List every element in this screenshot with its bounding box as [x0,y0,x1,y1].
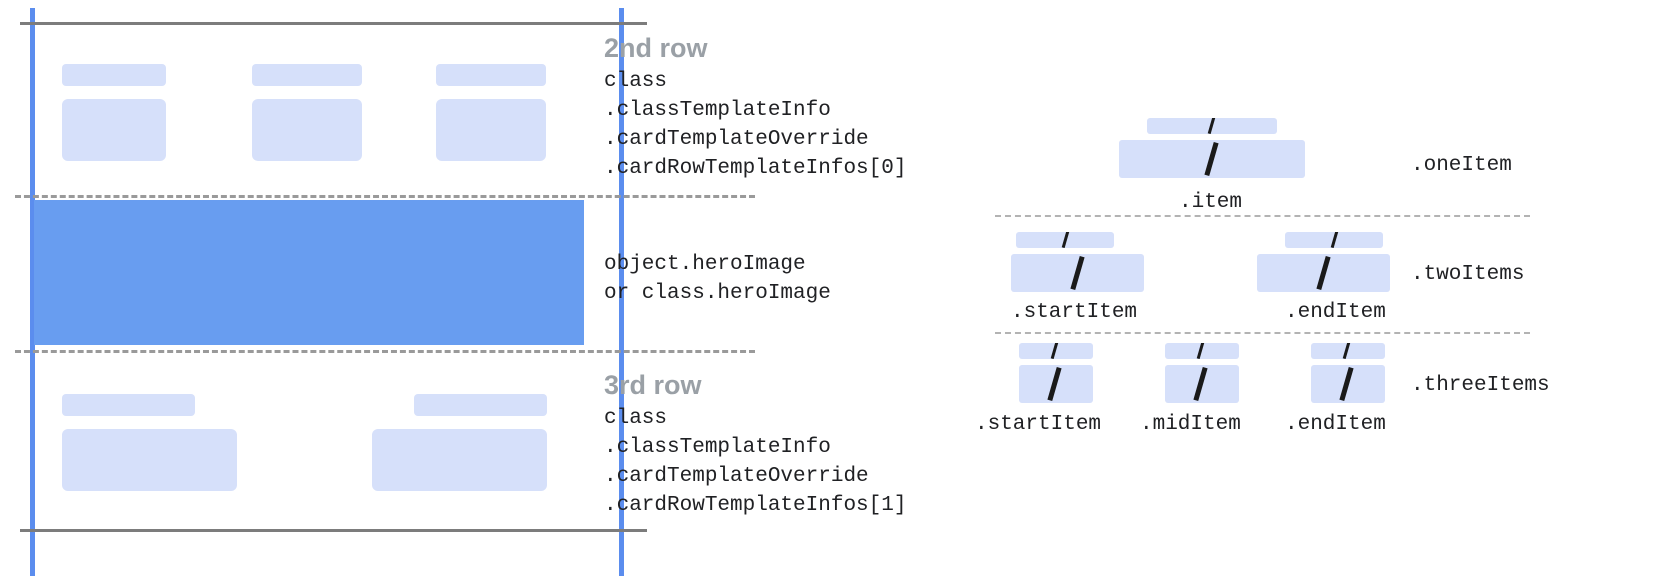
card-bottom-rule [20,529,647,532]
hero-code-line-0: object.heroImage [604,253,806,276]
three-items-slot-mid [1161,343,1239,403]
two-items-start-main-chip [1011,254,1144,292]
two-items-end-sub-chip [1285,232,1383,248]
three-items-slot-end [1307,343,1385,403]
three-items-start-sub-chip [1019,343,1093,359]
three-items-end-main-chip [1311,365,1385,403]
row2-chip-title-2 [252,64,362,86]
three-items-end-sub-chip [1311,343,1385,359]
two-items-start-caption: .startItem [1011,301,1138,324]
slash-icon [1316,255,1331,291]
row2-chip-body-3 [436,99,546,161]
three-items-group-label: .threeItems [1411,374,1550,397]
second-row-code-line-3: .cardRowTemplateInfos[0] [604,157,907,180]
slash-icon [1061,232,1070,248]
variant-divider-upper [995,215,1530,217]
hero-image-band [34,200,584,345]
row3-chip-title-1 [62,394,195,416]
slash-icon [1047,366,1062,402]
row-divider-upper [15,195,755,198]
third-row-code-line-1: .classTemplateInfo [604,436,831,459]
second-row-code-line-0: class [604,70,668,93]
card-top-rule [20,22,647,25]
three-items-mid-main-chip [1165,365,1239,403]
two-items-slot-start [1011,232,1144,292]
two-items-start-sub-chip [1016,232,1114,248]
three-items-start-caption: .startItem [975,413,1102,436]
second-row-code-line-1: .classTemplateInfo [604,99,831,122]
second-row-annotation: 2nd row class .classTemplateInfo .cardTe… [604,31,906,183]
one-item-main-chip [1119,140,1305,178]
three-items-start-main-chip [1019,365,1093,403]
variant-divider-lower [995,332,1530,334]
third-row-code-line-2: .cardTemplateOverride [604,465,869,488]
slash-icon [1330,232,1339,248]
slash-icon [1207,118,1216,134]
card-template-diagram: 2nd row class .classTemplateInfo .cardTe… [15,8,906,576]
three-items-end-caption: .endItem [1285,413,1386,436]
second-row-code-line-2: .cardTemplateOverride [604,128,869,151]
row2-chip-title-1 [62,64,166,86]
row2-chip-body-1 [62,99,166,161]
two-items-group-label: .twoItems [1411,263,1525,286]
slash-icon [1193,366,1208,402]
row2-chip-title-3 [436,64,546,86]
row3-chip-body-2 [372,429,547,491]
slash-icon [1196,343,1205,359]
hero-code-line-1: or class.heroImage [604,282,831,305]
third-row-heading: 3rd row [604,370,702,400]
two-items-end-main-chip [1257,254,1390,292]
slash-icon [1339,366,1354,402]
slash-icon [1050,343,1059,359]
slash-icon [1204,141,1219,177]
row2-chip-body-2 [252,99,362,161]
third-row-code-line-3: .cardRowTemplateInfos[1] [604,494,907,517]
third-row-annotation: 3rd row class .classTemplateInfo .cardTe… [604,368,906,520]
three-items-mid-sub-chip [1165,343,1239,359]
two-items-end-caption: .endItem [1285,301,1386,324]
one-item-sub-chip [1147,118,1277,134]
row3-chip-body-1 [62,429,237,491]
row3-chip-title-2 [414,394,547,416]
three-items-mid-caption: .midItem [1140,413,1241,436]
three-items-slot-start [1015,343,1093,403]
one-item-group-label: .oneItem [1411,154,1512,177]
one-item-slot [1119,118,1305,178]
row-divider-lower [15,350,755,353]
second-row-heading: 2nd row [604,33,708,63]
one-item-caption: .item [1179,191,1243,214]
card-right-edge-guide [619,8,624,576]
hero-image-annotation: object.heroImage or class.heroImage [604,250,831,308]
two-items-slot-end [1257,232,1390,292]
third-row-code-line-0: class [604,407,668,430]
slash-icon [1342,343,1351,359]
slash-icon [1070,255,1085,291]
card-left-edge-guide [30,8,35,576]
